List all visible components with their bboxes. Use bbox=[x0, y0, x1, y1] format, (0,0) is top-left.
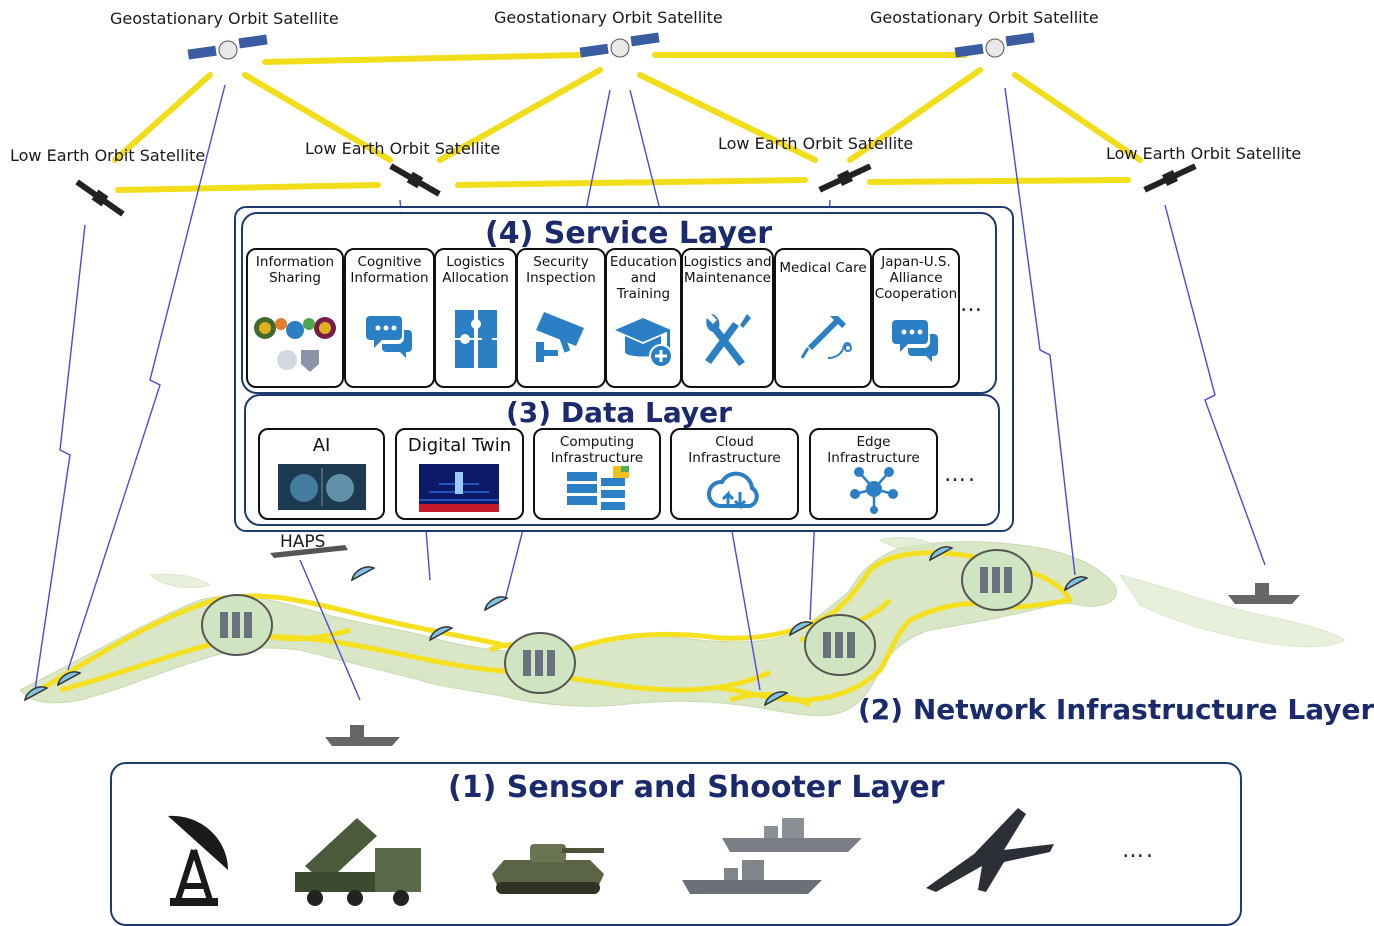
haps-label: HAPS bbox=[280, 532, 326, 552]
ai-image-icon bbox=[278, 464, 366, 510]
server-rack-glyphs bbox=[220, 567, 1012, 676]
chat-bubbles-icon bbox=[366, 316, 412, 358]
chat-bubbles-icon bbox=[892, 320, 938, 362]
ground-antenna-icons bbox=[24, 546, 1089, 707]
service-card-security-inspection: Security Inspection bbox=[516, 248, 606, 388]
cloud-sync-icon bbox=[707, 471, 759, 510]
geo-satellite-label: Geostationary Orbit Satellite bbox=[870, 8, 1099, 27]
digital-twin-image-icon bbox=[419, 464, 499, 512]
emblems-icon bbox=[254, 317, 336, 372]
service-card-label: Japan-U.S. Alliance Cooperation bbox=[874, 254, 958, 302]
geo-satellite-label: Geostationary Orbit Satellite bbox=[110, 9, 339, 28]
service-card-label: Information Sharing bbox=[255, 254, 335, 286]
sensor-layer-panel: (1) Sensor and Shooter Layer bbox=[110, 762, 1242, 926]
geo-satellite-icons bbox=[187, 32, 1035, 60]
data-layer-title: (3) Data Layer bbox=[506, 396, 732, 429]
data-card-label: Computing Infrastructure bbox=[550, 434, 644, 466]
service-card-logistics-allocation: Logistics Allocation bbox=[434, 248, 517, 388]
warships-icon bbox=[682, 818, 862, 894]
server-icon bbox=[567, 466, 629, 510]
service-card-education-training: Education and Training bbox=[605, 248, 682, 388]
scene-background bbox=[19, 32, 1346, 746]
service-card-label: Medical Care bbox=[779, 260, 867, 276]
service-card-label: Security Inspection bbox=[526, 254, 596, 286]
fighter-jet-icon bbox=[926, 808, 1054, 892]
service-card-label: Cognitive Information bbox=[350, 254, 429, 286]
network-layer-title: (2) Network Infrastructure Layer bbox=[858, 693, 1374, 726]
sensor-more-ellipsis: …. bbox=[1122, 838, 1155, 863]
data-card-edge-infrastructure: Edge Infrastructure bbox=[809, 428, 938, 520]
puzzle-icon bbox=[455, 310, 497, 368]
geo-satellite-label: Geostationary Orbit Satellite bbox=[494, 8, 723, 27]
data-more-ellipsis: …. bbox=[944, 462, 977, 487]
leo-satellite-label: Low Earth Orbit Satellite bbox=[1106, 144, 1302, 163]
data-card-label: Edge Infrastructure bbox=[827, 434, 920, 466]
service-card-label: Education and Training bbox=[609, 254, 678, 302]
syringe-icon bbox=[800, 316, 852, 359]
service-more-ellipsis: … bbox=[960, 292, 984, 317]
data-card-label: Cloud Infrastructure bbox=[688, 434, 781, 466]
service-card-label: Logistics and Maintenance bbox=[683, 254, 772, 286]
security-camera-icon bbox=[536, 312, 584, 362]
wrench-screwdriver-icon bbox=[705, 314, 751, 366]
service-card-cognitive-information: Cognitive Information bbox=[344, 248, 435, 388]
data-card-cloud-infrastructure: Cloud Infrastructure bbox=[670, 428, 799, 520]
data-card-computing-infrastructure: Computing Infrastructure bbox=[533, 428, 661, 520]
data-card-label: AI bbox=[312, 435, 331, 456]
service-card-logistics-maintenance: Logistics and Maintenance bbox=[681, 248, 774, 388]
leo-satellite-label: Low Earth Orbit Satellite bbox=[718, 134, 914, 153]
leo-satellite-icons bbox=[75, 163, 1197, 217]
leo-satellite-label: Low Earth Orbit Satellite bbox=[305, 139, 501, 158]
tank-icon bbox=[492, 844, 604, 894]
satellite-links bbox=[112, 52, 1143, 193]
radar-dish-icon bbox=[168, 815, 228, 906]
leo-satellite-label: Low Earth Orbit Satellite bbox=[10, 146, 206, 165]
ship-icons bbox=[325, 583, 1300, 746]
data-card-ai: AI bbox=[258, 428, 385, 520]
service-card-japan-us-alliance: Japan-U.S. Alliance Cooperation bbox=[872, 248, 960, 388]
service-card-medical-care: Medical Care bbox=[774, 248, 872, 388]
sensor-layer-title: (1) Sensor and Shooter Layer bbox=[448, 770, 945, 805]
missile-launcher-icon bbox=[295, 818, 421, 906]
haps-aircraft-icon bbox=[270, 545, 348, 558]
data-card-digital-twin: Digital Twin bbox=[395, 428, 524, 520]
service-card-information-sharing: Information Sharing bbox=[246, 248, 344, 388]
graduation-cap-icon bbox=[615, 318, 673, 368]
service-layer-title: (4) Service Layer bbox=[485, 216, 773, 251]
service-card-label: Logistics Allocation bbox=[442, 254, 509, 286]
network-nodes-icon bbox=[850, 467, 898, 514]
data-card-label: Digital Twin bbox=[407, 435, 512, 456]
